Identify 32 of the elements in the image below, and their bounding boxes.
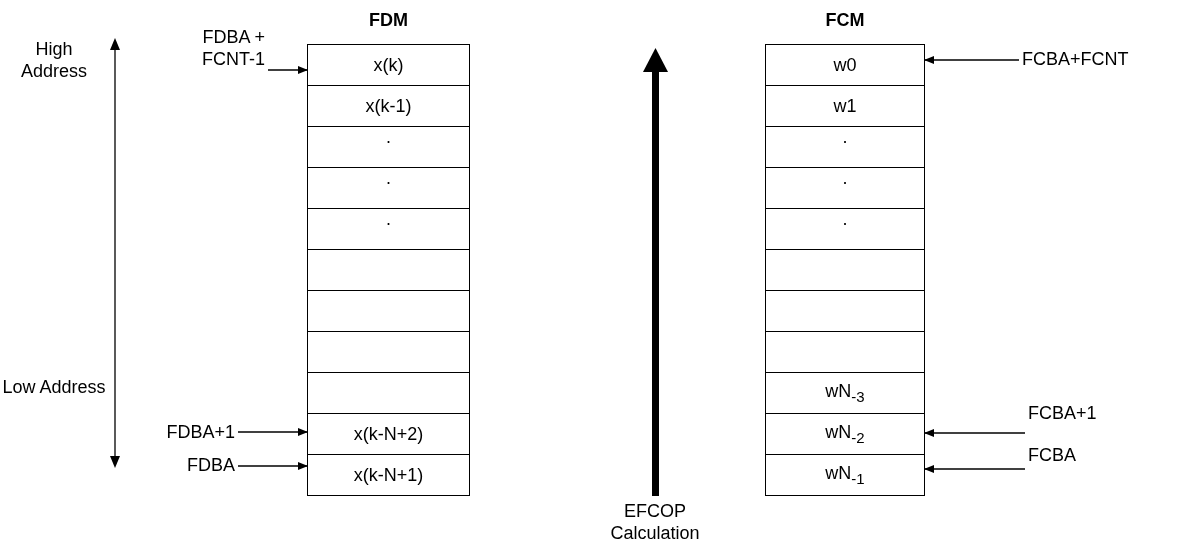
memory-cell: x(k-1) bbox=[308, 86, 469, 127]
memory-cell: x(k-N+2) bbox=[308, 414, 469, 455]
arrow bbox=[237, 462, 309, 470]
axis-label: EFCOP Calculation bbox=[609, 500, 701, 544]
memory-cell: x(k-N+1) bbox=[308, 455, 469, 496]
arrow bbox=[923, 56, 1020, 64]
memory-cell: wN$_{-2}$ bbox=[766, 414, 924, 455]
column-title: FDM bbox=[369, 9, 408, 32]
memory-cell: . bbox=[766, 168, 924, 209]
memory-cell: wN$_{-1}$ bbox=[766, 455, 924, 496]
memory-cell: . bbox=[308, 127, 469, 168]
address-label: FCBA+1 bbox=[1028, 402, 1128, 424]
memory-cell: x(k) bbox=[308, 45, 469, 86]
address-label: FDBA bbox=[170, 454, 235, 476]
arrow bbox=[923, 429, 1026, 437]
memory-cell: w0 bbox=[766, 45, 924, 86]
memory-cell: . bbox=[766, 127, 924, 168]
memory-cell: . bbox=[308, 168, 469, 209]
axis-label: Low Address bbox=[2, 376, 106, 398]
address-label: FCBA+FCNT bbox=[1022, 48, 1192, 70]
arrow bbox=[237, 428, 309, 436]
address-label: FCBA bbox=[1028, 444, 1108, 466]
memory-cell: w1 bbox=[766, 86, 924, 127]
memory-cell: . bbox=[308, 209, 469, 250]
address-label: FDBA + FCNT-1 bbox=[170, 26, 265, 70]
memory-cell: . bbox=[766, 209, 924, 250]
arrow bbox=[267, 66, 309, 74]
arrow bbox=[923, 465, 1026, 473]
column-title: FCM bbox=[825, 9, 865, 32]
memory-cell: wN$_{-3}$ bbox=[766, 373, 924, 414]
address-label: FDBA+1 bbox=[160, 421, 235, 443]
axis-label: High Address bbox=[19, 38, 88, 82]
